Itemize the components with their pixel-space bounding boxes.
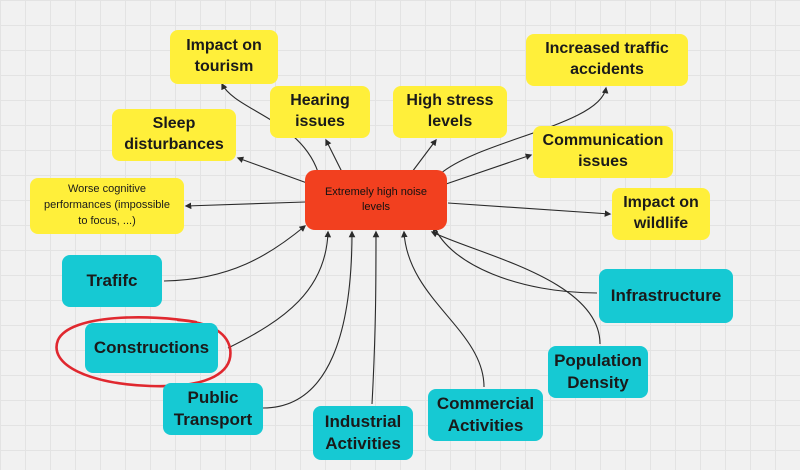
connector-from-population <box>430 231 601 345</box>
cause-label: Commercial Activities <box>436 393 535 435</box>
cause-label: Population Density <box>554 350 642 392</box>
connector-to-impact-on-tourism <box>221 82 319 173</box>
effect-impact-on-wildlife[interactable]: Impact on wildlife <box>612 188 710 240</box>
cause-label: Public Transport <box>173 387 253 429</box>
connector-from-commercial <box>401 230 485 388</box>
cause-label: Trafifc <box>86 270 138 290</box>
effect-label: Communication issues <box>542 132 664 170</box>
connector-from-industrial <box>371 230 380 405</box>
cause-infrastructure[interactable]: Infrastructure <box>599 269 733 323</box>
connector-to-hearing-issues <box>325 138 343 173</box>
effect-hearing-issues[interactable]: Hearing issues <box>270 86 370 138</box>
effect-label: Worse cognitive performances (impossible… <box>44 183 170 227</box>
cause-public-transport[interactable]: Public Transport <box>163 383 263 435</box>
central-problem-node[interactable]: Extremely high noise levels <box>305 170 447 230</box>
effect-label: Impact on wildlife <box>623 194 699 232</box>
effect-label: Sleep disturbances <box>124 115 224 153</box>
connector-from-constructions <box>227 230 332 349</box>
cause-label: Constructions <box>93 337 210 357</box>
cause-commercial-activities[interactable]: Commercial Activities <box>428 389 543 441</box>
effect-label: Hearing issues <box>290 92 350 130</box>
effect-label: Increased traffic accidents <box>545 40 669 78</box>
central-problem-label: Extremely high noise levels <box>324 186 428 213</box>
connector-from-traffic <box>163 225 307 282</box>
highlight-circle-annotation <box>55 316 232 388</box>
cause-label: Industrial Activities <box>324 411 402 453</box>
connector-to-communication <box>445 153 533 185</box>
connector-to-sleep-disturbances <box>236 156 308 184</box>
cause-traffic[interactable]: Trafifc <box>62 255 162 307</box>
effect-increased-traffic-accidents[interactable]: Increased traffic accidents <box>526 34 688 86</box>
effect-sleep-disturbances[interactable]: Sleep disturbances <box>112 109 236 161</box>
effect-label: Impact on tourism <box>186 37 262 75</box>
connector-to-high-stress-levels <box>411 138 437 173</box>
cause-constructions[interactable]: Constructions <box>85 323 218 373</box>
cause-industrial-activities[interactable]: Industrial Activities <box>313 406 413 460</box>
connector-to-wildlife <box>447 202 612 217</box>
connector-to-cognitive <box>184 201 306 210</box>
connector-from-infrastructure <box>432 224 598 294</box>
cause-label: Infrastructure <box>610 285 722 305</box>
effect-worse-cognitive-performances[interactable]: Worse cognitive performances (impossible… <box>30 178 184 234</box>
cause-population-density[interactable]: Population Density <box>548 346 648 398</box>
effect-label: High stress levels <box>406 92 494 130</box>
connector-from-public-transport <box>262 230 356 409</box>
effect-communication-issues[interactable]: Communication issues <box>533 126 673 178</box>
effect-impact-on-tourism[interactable]: Impact on tourism <box>170 30 278 84</box>
effect-high-stress-levels[interactable]: High stress levels <box>393 86 507 138</box>
